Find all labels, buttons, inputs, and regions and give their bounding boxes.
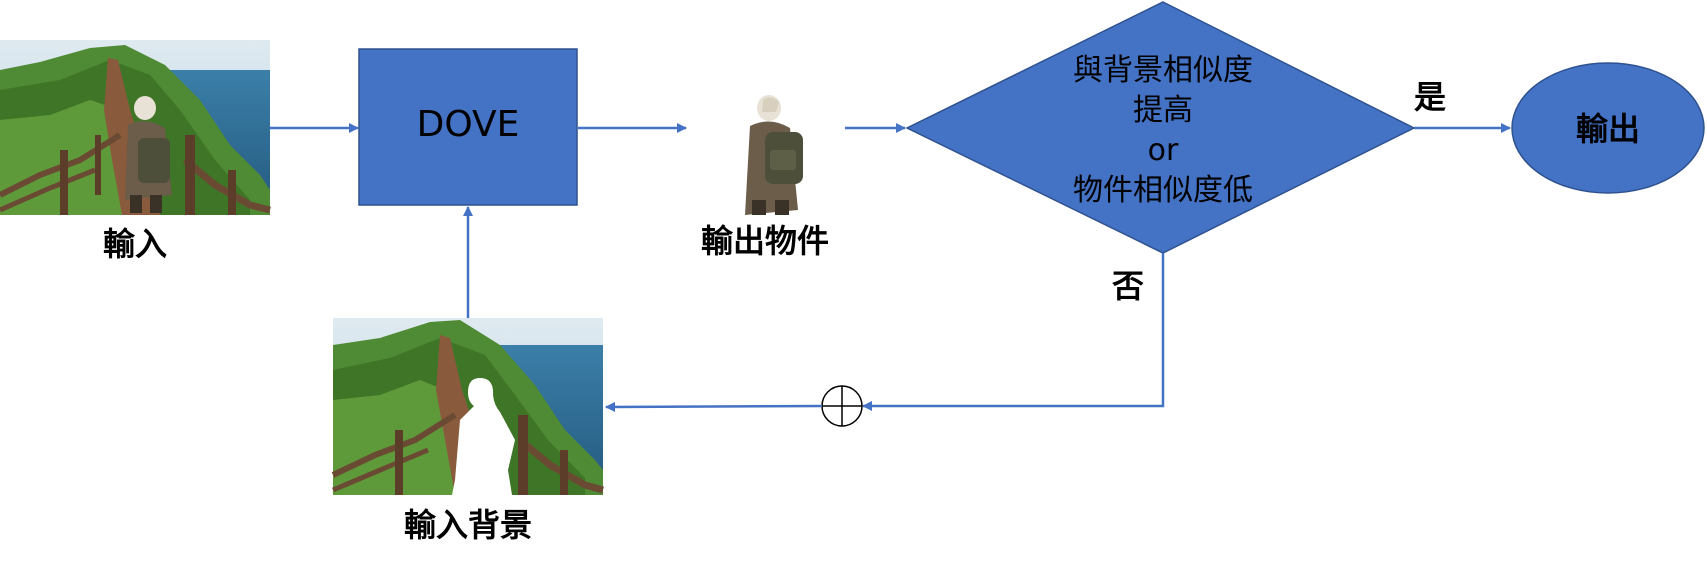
yes-label: 是 xyxy=(1414,78,1446,116)
input-background-photo xyxy=(331,318,604,495)
output-object-label: 輸出物件 xyxy=(701,222,829,260)
input-photo xyxy=(0,40,271,215)
dove-label: DOVE xyxy=(417,104,520,145)
dove-box xyxy=(358,48,578,206)
arrow-no-branch xyxy=(862,253,1165,411)
hiker-mask-silhouette xyxy=(452,378,515,495)
input-label: 輸入 xyxy=(103,225,167,263)
output-ellipse xyxy=(1511,62,1705,194)
hiker-figure xyxy=(125,96,172,213)
circle-plus-icon xyxy=(821,385,863,427)
decision-line-3: or xyxy=(1148,133,1179,168)
output-label: 輸出 xyxy=(1576,110,1640,148)
output-object-image xyxy=(745,95,803,215)
decision-line-4: 物件相似度低 xyxy=(1073,173,1253,208)
decision-line-1: 與背景相似度 xyxy=(1073,53,1253,88)
input-background-label: 輸入背景 xyxy=(404,506,532,544)
no-label: 否 xyxy=(1112,267,1144,305)
arrow-combine-to-background xyxy=(605,401,823,412)
decision-line-2: 提高 xyxy=(1133,93,1193,128)
